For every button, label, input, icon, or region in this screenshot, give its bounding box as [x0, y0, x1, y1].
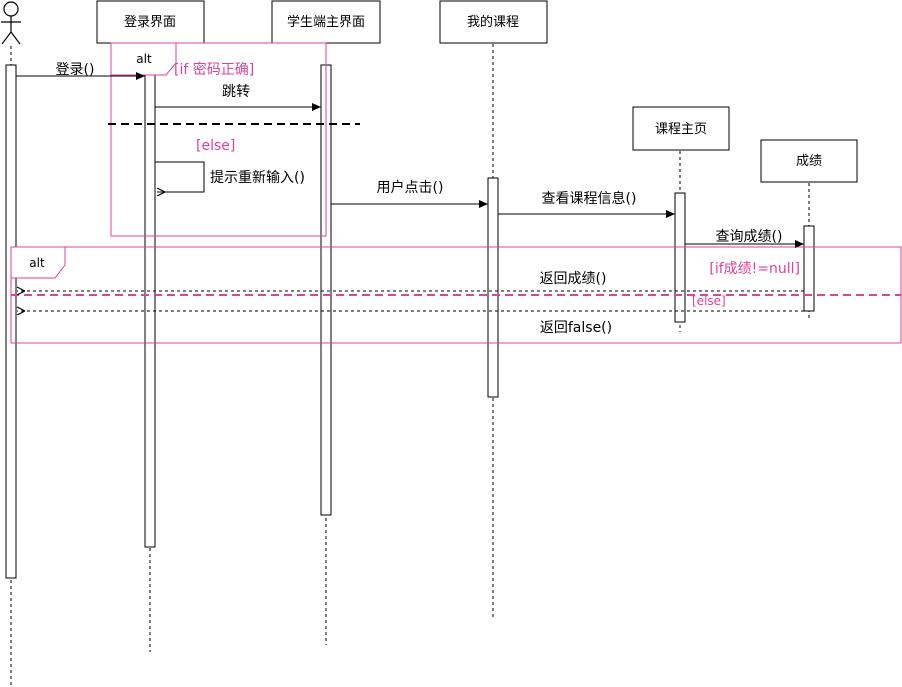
message-query-grade: 查询成绩(): [685, 229, 804, 248]
activation-course-home: [674, 192, 686, 323]
svg-text:返回成绩(): 返回成绩(): [540, 271, 607, 287]
svg-text:用户点击(): 用户点击(): [377, 179, 444, 196]
svg-text:提示重新输入(): 提示重新输入(): [210, 170, 305, 186]
message-return-grade: 返回成绩(): [17, 271, 804, 291]
participant-my-courses: 我的课程: [439, 0, 548, 44]
svg-text:登录(): 登录(): [56, 62, 95, 78]
svg-text:查询成绩(): 查询成绩(): [716, 229, 783, 245]
message-reprompt: 提示重新输入(): [155, 161, 305, 192]
alt-fragment-login: alt [if 密码正确] [else]: [108, 42, 360, 237]
guard-else-1: [else]: [196, 138, 235, 154]
svg-text:学生端主界面: 学生端主界面: [287, 14, 365, 30]
svg-text:成绩: 成绩: [796, 154, 822, 169]
message-return-false: 返回false(): [17, 311, 804, 336]
participant-course-home: 课程主页: [632, 106, 730, 151]
participant-login: 登录界面: [96, 0, 205, 44]
svg-text:查看课程信息(): 查看课程信息(): [542, 190, 637, 207]
guard-if-password-correct: [if 密码正确]: [174, 61, 254, 78]
svg-text:课程主页: 课程主页: [655, 122, 707, 137]
guard-if-grade-not-null: [if成绩!=null]: [709, 261, 800, 277]
alt-fragment-grades: alt [if成绩!=null] [else]: [10, 246, 902, 344]
message-jump: 跳转: [155, 84, 321, 111]
activation-grades: [803, 225, 815, 312]
svg-text:我的课程: 我的课程: [467, 14, 519, 30]
svg-text:跳转: 跳转: [222, 84, 250, 100]
participant-grades: 成绩: [760, 139, 858, 183]
message-login: 登录(): [16, 62, 145, 80]
activation-login: [144, 72, 156, 548]
activation-my-courses: [487, 177, 499, 398]
svg-text:返回false(): 返回false(): [540, 320, 612, 336]
svg-text:alt: alt: [29, 256, 45, 270]
svg-text:alt: alt: [136, 52, 152, 66]
message-user-click: 用户点击(): [331, 179, 488, 208]
message-view-course: 查看课程信息(): [498, 190, 675, 218]
guard-else-2: [else]: [692, 294, 726, 308]
svg-text:登录界面: 登录界面: [124, 15, 176, 30]
actor-figure: [1, 1, 21, 45]
participant-student-main: 学生端主界面: [271, 0, 381, 44]
